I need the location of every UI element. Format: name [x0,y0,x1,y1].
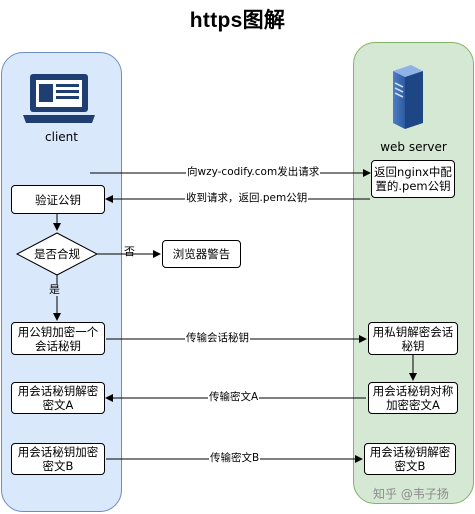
diagram-title: https图解 [189,9,286,32]
edge-label-send-a: 传输密文A [208,391,260,404]
node-decrypt-a: 用会话秘钥解密密文A [11,382,105,414]
laptop-icon [23,74,95,123]
node-decrypt-b: 用会话秘钥解密密文B [364,443,456,475]
node-sym-encrypt-a: 用会话秘钥对称加密密文A [368,382,458,414]
edge-label-send-b: 传输密文B [209,452,261,465]
edge-label-request: 向wzy-codify.com发出请求 [186,166,321,179]
node-browser-warning: 浏览器警告 [162,240,241,268]
client-label: client [45,130,78,144]
node-decrypt-session-key: 用私钥解密会话秘钥 [368,322,458,355]
decision-diamond [15,232,99,276]
node-return-pem: 返回nginx中配置的.pem公钥 [371,160,455,198]
node-verify-key: 验证公钥 [11,185,105,214]
edge-label-no: 否 [124,245,135,258]
edge-label-session-key: 传输会话秘钥 [185,332,250,345]
node-is-valid: 是否合规 [34,247,80,261]
edge-label-yes: 是 [49,283,60,296]
server-label: web server [380,140,447,154]
edge-label-received: 收到请求，返回.pem公钥 [185,192,309,205]
server-icon [393,65,423,129]
watermark: 知乎 @韦子扬 [373,487,449,501]
node-encrypt-b: 用会话秘钥加密密文B [11,443,105,475]
client-lane [1,52,122,512]
node-encrypt-session-key: 用公钥加密一个会话秘钥 [11,322,105,355]
